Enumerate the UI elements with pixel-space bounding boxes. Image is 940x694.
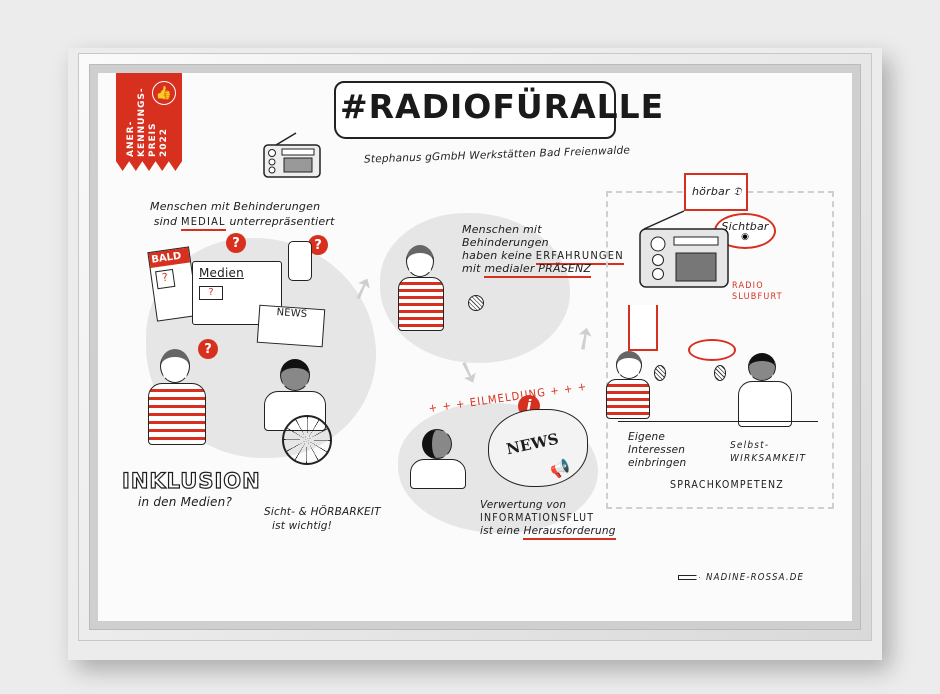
woman-wheelchair-figure — [260, 359, 332, 469]
title-speech-bubble — [334, 81, 616, 139]
question-badge-icon: ? — [198, 339, 218, 359]
thumbs-up-icon: 👍 — [152, 81, 176, 105]
question-badge-icon: ? — [226, 233, 246, 253]
sketchnote-paper: ANER- KENNUNGS- PREIS 2022 👍 #RADIOFÜRAL… — [98, 73, 852, 621]
news-wave-swirl — [488, 409, 588, 487]
page-subtitle: Stephanus gGmbH Werkstätten Bad Freienwa… — [363, 144, 631, 166]
flow-arrow-icon: ➚ — [564, 316, 605, 361]
artist-signature: NADINE-ROSSA.DE — [678, 572, 804, 583]
radio-icon — [263, 132, 321, 178]
radio-station-label: RADIO SLUBFURT — [732, 281, 783, 302]
experience-statement: Menschen mit Behinderungen haben keine E… — [462, 223, 624, 278]
woman-overwhelmed-figure — [410, 429, 466, 493]
man-nervous-figure — [398, 245, 444, 337]
benefit-own-interests: Eigene Interessen einbringen — [628, 431, 687, 469]
speech-bubble-hoerbar: hörbar 𝔇 — [684, 173, 748, 211]
speech-bubble-blank-left — [628, 305, 658, 351]
pencil-icon — [678, 575, 700, 580]
studio-table — [618, 421, 818, 422]
inclusion-note: Sicht- & HÖRBARKEIT ist wichtig! — [264, 506, 381, 532]
question-badge-icon: ? — [308, 235, 328, 255]
award-ribbon: ANER- KENNUNGS- PREIS 2022 👍 — [116, 73, 182, 171]
newspaper-news: NEWS — [256, 304, 326, 348]
eye-icon: ◉ — [741, 232, 749, 242]
wheelchair-wheel-icon — [282, 415, 332, 465]
monitor-medien: Medien ? — [192, 261, 282, 325]
benefit-language-competence: SPRACHKOMPETENZ — [670, 479, 784, 491]
inclusion-subheading: in den Medien? — [138, 495, 233, 509]
media-statement: Menschen mit Behinderungen sind MEDIAL u… — [150, 199, 335, 231]
woman-radio-figure — [738, 353, 798, 431]
smartphone-icon — [288, 241, 312, 281]
studio-microphone-icon — [714, 365, 726, 381]
news-statement: Verwertung von INFORMATIONSFLUT ist eine… — [480, 499, 616, 540]
inclusion-heading: INKLUSION — [121, 468, 261, 493]
benefit-self-efficacy: Selbst- WIRKSAMKEIT — [730, 440, 807, 464]
speech-bubble-blank-right — [688, 339, 736, 361]
man-radio-figure — [606, 351, 652, 421]
microphone-icon — [468, 295, 484, 311]
studio-microphone-icon — [654, 365, 666, 381]
man-shrugging-figure — [148, 349, 206, 449]
big-radio-icon — [639, 210, 729, 288]
ear-icon: 𝔇 — [733, 185, 742, 198]
page-title: #RADIOFÜRALLE — [340, 87, 665, 126]
